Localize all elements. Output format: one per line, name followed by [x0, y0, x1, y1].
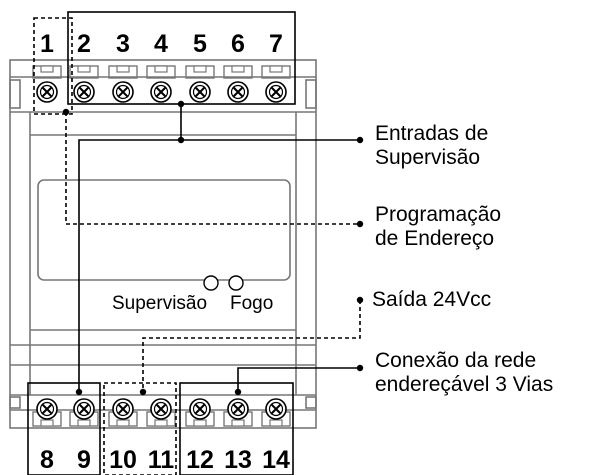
- callout-network-connection-line-1: Conexão da rede: [375, 349, 536, 372]
- terminal-number-7: 7: [269, 30, 283, 58]
- output-24v-line: [139, 296, 364, 396]
- screw-icon: [265, 398, 287, 420]
- terminal-number-5: 5: [193, 30, 207, 58]
- callout-supervision-inputs-line-2: Supervisão: [375, 146, 480, 169]
- callout-address-programming: Programação de Endereço: [375, 203, 501, 250]
- supervision-inputs-line: [75, 100, 364, 396]
- screw-icon: [227, 398, 249, 420]
- terminal-number-13: 13: [224, 446, 252, 474]
- callout-address-programming-line-2: de Endereço: [375, 227, 494, 250]
- top-terminal-2: [69, 65, 99, 103]
- screw-icon: [36, 81, 58, 103]
- terminal-number-14: 14: [262, 446, 290, 474]
- terminal-number-11: 11: [148, 446, 175, 474]
- callout-network-connection: Conexão da rede endereçável 3 Vias: [375, 349, 553, 396]
- bottom-terminal-14: [261, 398, 291, 427]
- module-body: [9, 59, 317, 429]
- screw-icon: [189, 398, 211, 420]
- supervision-led: [203, 275, 219, 291]
- top-terminal-5: [185, 65, 215, 103]
- terminal-number-9: 9: [77, 446, 91, 474]
- screw-icon: [112, 81, 134, 103]
- terminal-number-4: 4: [154, 30, 168, 58]
- terminals-12-14-group-box: [179, 382, 294, 475]
- top-terminal-numbers: 1 2 3 4 5 6 7: [40, 30, 283, 58]
- screw-icon: [112, 398, 134, 420]
- fire-led-label: Fogo: [230, 293, 273, 314]
- terminal-number-1: 1: [40, 30, 54, 58]
- screw-icon: [73, 81, 95, 103]
- bottom-terminal-strip: [32, 398, 291, 427]
- top-terminal-6: [223, 65, 253, 103]
- terminals-10-11-group-box: [103, 382, 177, 475]
- top-terminal-3: [108, 65, 138, 103]
- screw-icon: [189, 81, 211, 103]
- bottom-terminal-8: [32, 398, 62, 427]
- terminal-number-12: 12: [186, 446, 214, 474]
- callout-supervision-inputs: Entradas de Supervisão: [375, 122, 488, 169]
- screw-icon: [150, 398, 172, 420]
- terminal-number-6: 6: [231, 30, 245, 58]
- terminal-number-8: 8: [40, 446, 54, 474]
- address-programming-line: [62, 108, 364, 228]
- callout-output-24v: Saída 24Vcc: [372, 288, 491, 311]
- terminal-number-10: 10: [109, 446, 137, 474]
- supervision-led-label: Supervisão: [112, 293, 207, 314]
- terminals-2-7-group-box: [67, 11, 296, 105]
- top-terminal-1: [32, 65, 62, 103]
- callout-network-connection-line-2: endereçável 3 Vias: [375, 373, 553, 396]
- screw-icon: [150, 81, 172, 103]
- bottom-terminal-numbers: 8 9 10 11 12 13 14: [40, 446, 290, 474]
- fire-led: [228, 275, 244, 291]
- terminal-1-group-box: [33, 17, 73, 115]
- top-terminal-7: [261, 65, 291, 103]
- top-terminal-4: [146, 65, 176, 103]
- bottom-terminal-10: [108, 398, 138, 427]
- terminal-number-2: 2: [77, 30, 91, 58]
- bottom-terminal-13: [223, 398, 253, 427]
- terminal-number-3: 3: [116, 30, 130, 58]
- bottom-terminal-9: [69, 398, 99, 427]
- top-terminal-strip: [32, 65, 291, 103]
- screw-icon: [73, 398, 95, 420]
- screw-icon: [227, 81, 249, 103]
- callout-output-24v-line-1: Saída 24Vcc: [372, 288, 491, 311]
- screw-icon: [265, 81, 287, 103]
- screw-icon: [36, 398, 58, 420]
- callout-address-programming-line-1: Programação: [375, 203, 501, 226]
- network-connection-line: [234, 364, 364, 396]
- terminals-8-9-group-box: [27, 382, 101, 475]
- bottom-terminal-11: [146, 398, 176, 427]
- led-indicators: Supervisão Fogo: [112, 275, 273, 314]
- callout-supervision-inputs-line-1: Entradas de: [375, 122, 488, 145]
- bottom-terminal-12: [185, 398, 215, 427]
